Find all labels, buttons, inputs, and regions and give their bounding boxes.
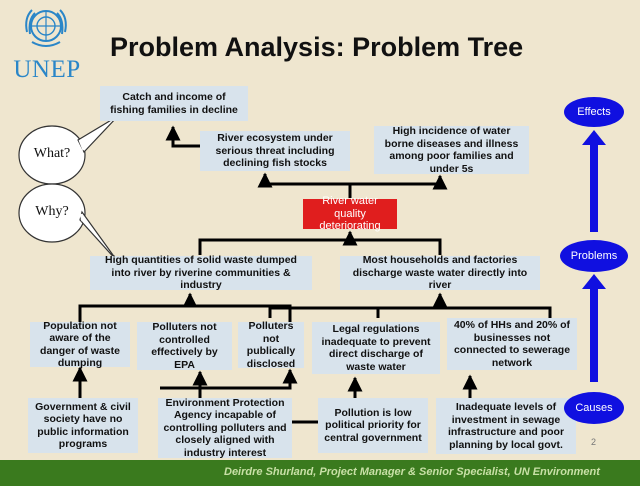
side-label-problems: Problems — [560, 240, 628, 272]
side-label-causes: Causes — [564, 392, 624, 424]
cause-sewerage-connection: 40% of HHs and 20% of businesses not con… — [447, 318, 577, 370]
effect-water-borne-disease: High incidence of water borne diseases a… — [374, 125, 529, 175]
side-arrow-upper-shaft — [590, 142, 598, 232]
cause-inadequate-investment: Inadequate levels of investment in sewag… — [436, 398, 576, 454]
why-bubble — [18, 183, 86, 243]
page-number: 2 — [591, 437, 597, 447]
page-title: Problem Analysis: Problem Tree — [110, 32, 524, 62]
cause-epa-incapable: Environment Protection Agency incapable … — [158, 397, 292, 459]
side-arrow-lower-shaft — [590, 286, 598, 382]
cause-no-public-info: Government & civil society have no publi… — [28, 398, 138, 453]
cause-solid-waste: High quantities of solid waste dumped in… — [90, 254, 312, 291]
footer-credit: Deirdre Shurland, Project Manager & Seni… — [224, 466, 600, 478]
effect-catch-income: Catch and income of fishing families in … — [100, 86, 248, 121]
cause-waste-water: Most households and factories discharge … — [340, 254, 540, 291]
cause-legal-regulations: Legal regulations inadequate to prevent … — [312, 322, 440, 374]
un-emblem-icon — [25, 9, 67, 47]
effect-river-ecosystem: River ecosystem under serious threat inc… — [200, 131, 350, 171]
what-label: What? — [33, 146, 71, 161]
footer-bar: Deirdre Shurland, Project Manager & Seni… — [0, 460, 640, 486]
unep-logo-text: UNEP — [13, 56, 81, 83]
unep-logo: UNEP — [8, 4, 80, 88]
cause-population-not-aware: Population not aware of the danger of wa… — [30, 320, 130, 369]
side-arrowhead-lower — [582, 274, 606, 289]
cause-polluters-not-disclosed: Polluters not publically disclosed — [238, 320, 304, 370]
cause-low-political-priority: Pollution is low political priority for … — [318, 398, 428, 453]
cause-polluters-not-controlled: Polluters not controlled effectively by … — [137, 321, 232, 371]
why-label: Why? — [35, 204, 69, 219]
side-arrowhead-upper — [582, 130, 606, 145]
side-label-effects: Effects — [564, 97, 624, 127]
